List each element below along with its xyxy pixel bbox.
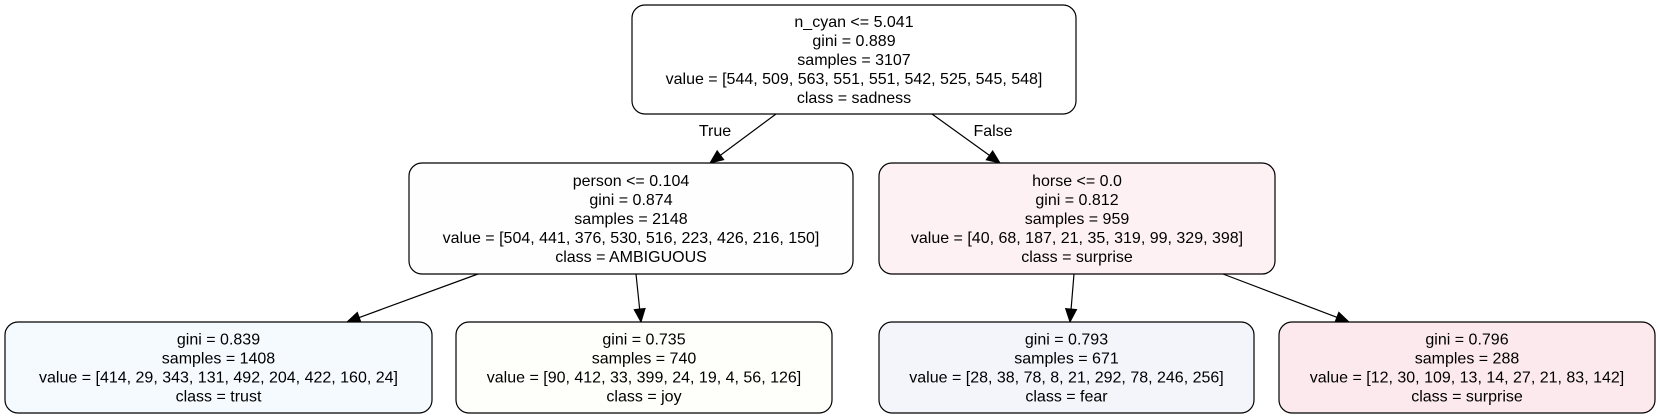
node-class-text: class = sadness <box>797 90 911 107</box>
tree-node-left-left: gini = 0.839 samples = 1408 value = [414, … <box>4 321 433 414</box>
tree-node-right: horse <= 0.0 gini = 0.812 samples = 959 val… <box>878 162 1276 275</box>
node-box <box>408 162 854 275</box>
edge-line <box>635 273 641 310</box>
node-samples-text: samples = 671 <box>1014 351 1119 368</box>
edge-left-to-left-left <box>345 273 479 324</box>
edge-left-to-left-right <box>633 273 646 324</box>
node-box <box>631 4 1077 115</box>
node-value-text: value = [90, 412, 33, 399, 24, 19, 4, 56… <box>487 370 801 387</box>
node-box <box>878 162 1276 275</box>
node-value-text: value = [12, 30, 109, 13, 14, 27, 21, 83… <box>1310 370 1624 387</box>
node-split-condition-text: horse <= 0.0 <box>1032 173 1122 190</box>
edge-root-to-right: False <box>931 113 1013 164</box>
edge-right-to-right-left <box>1064 273 1078 324</box>
edge-right-to-right-right <box>1222 273 1351 324</box>
node-gini-text: gini = 0.735 <box>602 332 685 349</box>
edge-line <box>1070 273 1075 310</box>
node-samples-text: samples = 288 <box>1415 351 1520 368</box>
node-samples-text: samples = 3107 <box>797 52 911 69</box>
arrowhead-icon <box>985 150 1002 164</box>
node-samples-text: samples = 1408 <box>162 351 276 368</box>
arrowhead-icon <box>345 311 362 324</box>
node-split-condition-text: n_cyan <= 5.041 <box>794 14 913 31</box>
node-value-text: value = [504, 441, 376, 530, 516, 223, 4… <box>443 230 820 247</box>
node-class-text: class = fear <box>1025 389 1108 406</box>
node-gini-text: gini = 0.793 <box>1025 332 1108 349</box>
edge-label-true: True <box>699 123 731 140</box>
edge-line <box>720 113 777 156</box>
tree-node-right-right: gini = 0.796 samples = 288 value = [12, 30… <box>1278 321 1656 414</box>
node-samples-text: samples = 2148 <box>574 211 688 228</box>
arrowhead-icon <box>633 307 646 324</box>
tree-node-left-right: gini = 0.735 samples = 740 value = [90, 41… <box>455 321 833 414</box>
node-gini-text: gini = 0.839 <box>177 332 260 349</box>
tree-node-right-left: gini = 0.793 samples = 671 value = [28, 38… <box>878 321 1255 414</box>
tree-node-root: n_cyan <= 5.041 gini = 0.889 samples = 310… <box>631 4 1077 115</box>
node-class-text: class = joy <box>606 389 681 406</box>
node-samples-text: samples = 959 <box>1025 211 1130 228</box>
node-value-text: value = [414, 29, 343, 131, 492, 204, 42… <box>39 370 398 387</box>
tree-node-left: person <= 0.104 gini = 0.874 samples = 214… <box>408 162 854 275</box>
node-class-text: class = AMBIGUOUS <box>555 249 707 266</box>
edge-line <box>931 113 990 156</box>
arrowhead-icon <box>1064 308 1078 324</box>
edge-line <box>1222 273 1338 318</box>
node-samples-text: samples = 740 <box>592 351 697 368</box>
node-gini-text: gini = 0.796 <box>1425 332 1508 349</box>
node-class-text: class = surprise <box>1021 249 1133 266</box>
node-gini-text: gini = 0.874 <box>589 192 672 209</box>
node-box <box>455 321 833 414</box>
node-box <box>1278 321 1656 414</box>
node-gini-text: gini = 0.812 <box>1035 192 1118 209</box>
edge-line <box>358 273 479 319</box>
node-split-condition-text: person <= 0.104 <box>573 173 690 190</box>
node-value-text: value = [40, 68, 187, 21, 35, 319, 99, 3… <box>911 230 1243 247</box>
node-class-text: class = surprise <box>1411 389 1523 406</box>
node-class-text: class = trust <box>176 389 262 406</box>
node-box <box>4 321 433 414</box>
arrowhead-icon <box>1334 311 1351 324</box>
node-box <box>878 321 1255 414</box>
node-value-text: value = [28, 38, 78, 8, 21, 292, 78, 246… <box>909 370 1223 387</box>
edge-root-to-left: True <box>699 113 777 164</box>
node-gini-text: gini = 0.889 <box>812 33 895 50</box>
arrowhead-icon <box>708 149 725 164</box>
node-value-text: value = [544, 509, 563, 551, 551, 542, 5… <box>666 71 1043 88</box>
edge-label-false: False <box>973 123 1012 140</box>
